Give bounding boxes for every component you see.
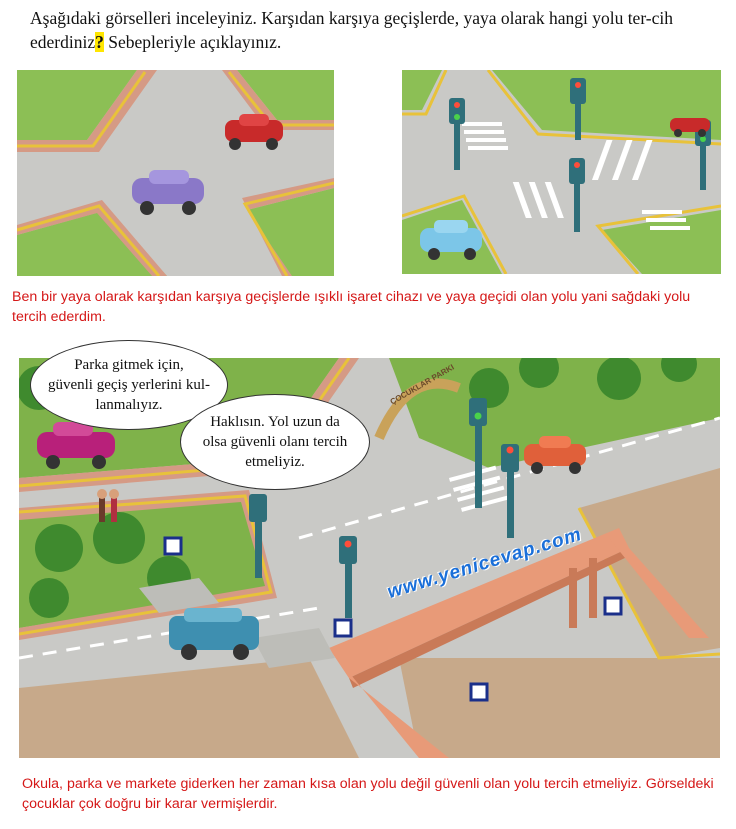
- speech-left-line-2: güvenli geçiş yerlerini kul-: [47, 377, 211, 393]
- speech-right-line-1: Haklısın. Yol uzun da: [210, 414, 340, 430]
- red-car-2: [670, 118, 710, 137]
- red-car: [225, 114, 283, 150]
- city-scene-overpass-image: [19, 358, 720, 758]
- teal-minivan: [169, 608, 259, 660]
- purple-car: [132, 170, 204, 215]
- speech-bubble-right: Haklısın. Yol uzun da olsa güvenli olanı…: [180, 394, 370, 490]
- question-text: Aşağıdaki görselleri inceleyiniz. Karşıd…: [30, 6, 720, 54]
- question-main: Aşağıdaki görselleri inceleyiniz. Karşıd…: [30, 8, 674, 52]
- question-mark-highlight: ?: [95, 32, 104, 52]
- blue-car: [420, 220, 482, 260]
- speech-right-line-2: olsa güvenli olanı tercih: [202, 434, 348, 450]
- answer-text-second: Okula, parka ve markete giderken her zam…: [22, 776, 714, 812]
- question-end: Sebepleriyle açıklayınız.: [103, 32, 282, 52]
- speech-left-line-3: lanmalıyız.: [95, 397, 163, 413]
- magenta-car: [37, 422, 115, 469]
- orange-car: [524, 436, 586, 474]
- children: [97, 489, 119, 522]
- intersection-with-signals-image: [402, 70, 721, 274]
- intersection-without-signals-image: [17, 70, 334, 276]
- answer-text-first: Ben bir yaya olarak karşıdan karşıya geç…: [12, 289, 691, 325]
- speech-left-line-1: Parka gitmek için,: [74, 357, 184, 373]
- speech-right-line-3: etmeliyiz.: [245, 454, 305, 470]
